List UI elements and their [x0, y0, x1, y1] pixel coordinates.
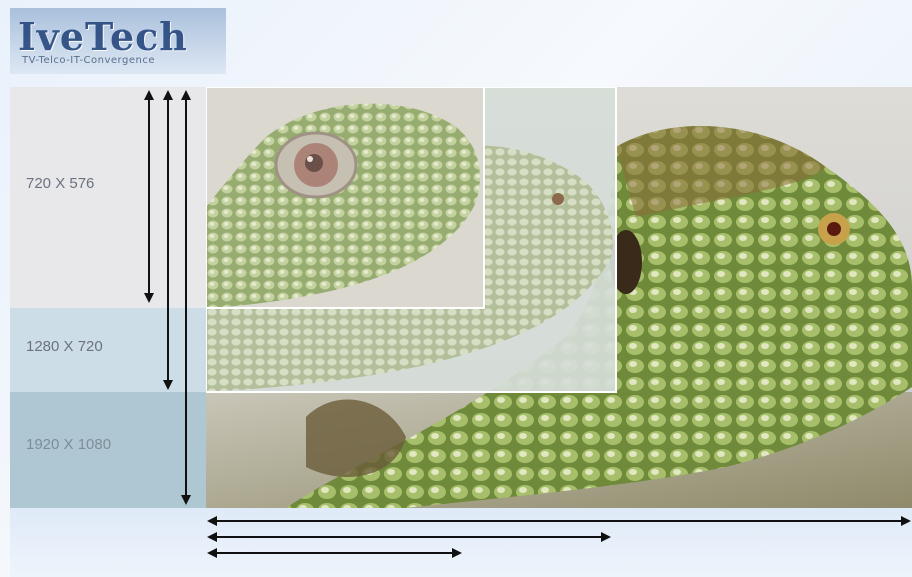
- dimension-arrows: [0, 0, 912, 577]
- resolution-comparison-diagram: IveTech TV-Telco-IT-Convergence 720 X 57…: [0, 0, 912, 577]
